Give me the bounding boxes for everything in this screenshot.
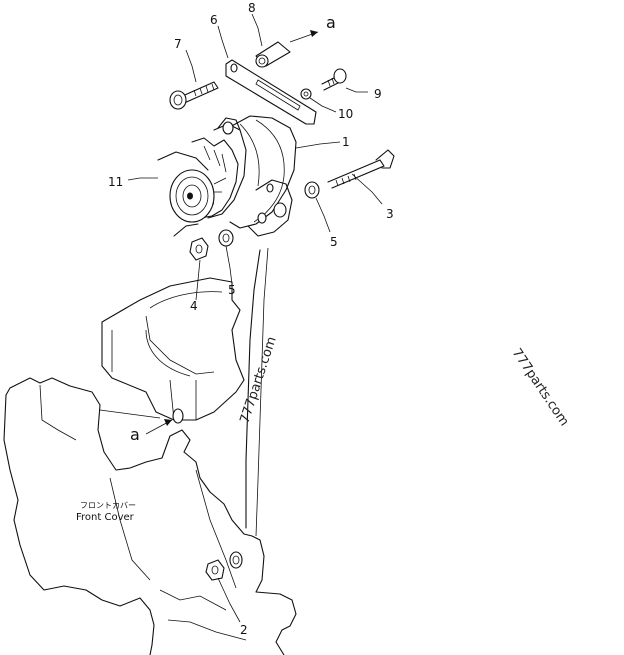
bolt-7 [169,81,219,110]
nut-5-right [304,181,320,199]
nut-2 [205,559,225,581]
bolt-9 [321,68,347,91]
callout-3: 3 [386,207,394,221]
front-cover-label-en: Front Cover [76,512,135,523]
bolt-3 [327,149,395,189]
arrow-a-top [289,30,319,43]
arrow-a-top-label: a [326,13,336,32]
washer-5-left [218,229,234,247]
callout-6: 6 [210,13,218,27]
arrow-a-left [145,419,173,435]
arrow-a-left-label: a [130,425,140,444]
engine-block [101,247,269,569]
callout-11: 11 [108,175,123,189]
leader-lines [127,13,383,623]
callout-7: 7 [174,37,182,51]
callout-1: 1 [342,135,350,149]
callout-10: 10 [338,107,353,121]
nut-4 [189,237,209,261]
callout-2: 2 [240,623,248,637]
alternator [157,115,297,237]
watermark-right: 777parts.com [509,346,572,429]
callout-9: 9 [374,87,382,101]
callout-8: 8 [248,1,256,15]
washer-10 [300,88,312,100]
callout-5-right: 5 [330,235,338,249]
spacer [255,41,291,68]
front-cover [3,377,297,655]
adjusting-plate [225,59,317,125]
callout-5-left: 5 [228,283,236,297]
front-cover-label-jp: フロントカバー [80,501,136,510]
callout-4: 4 [190,299,198,313]
